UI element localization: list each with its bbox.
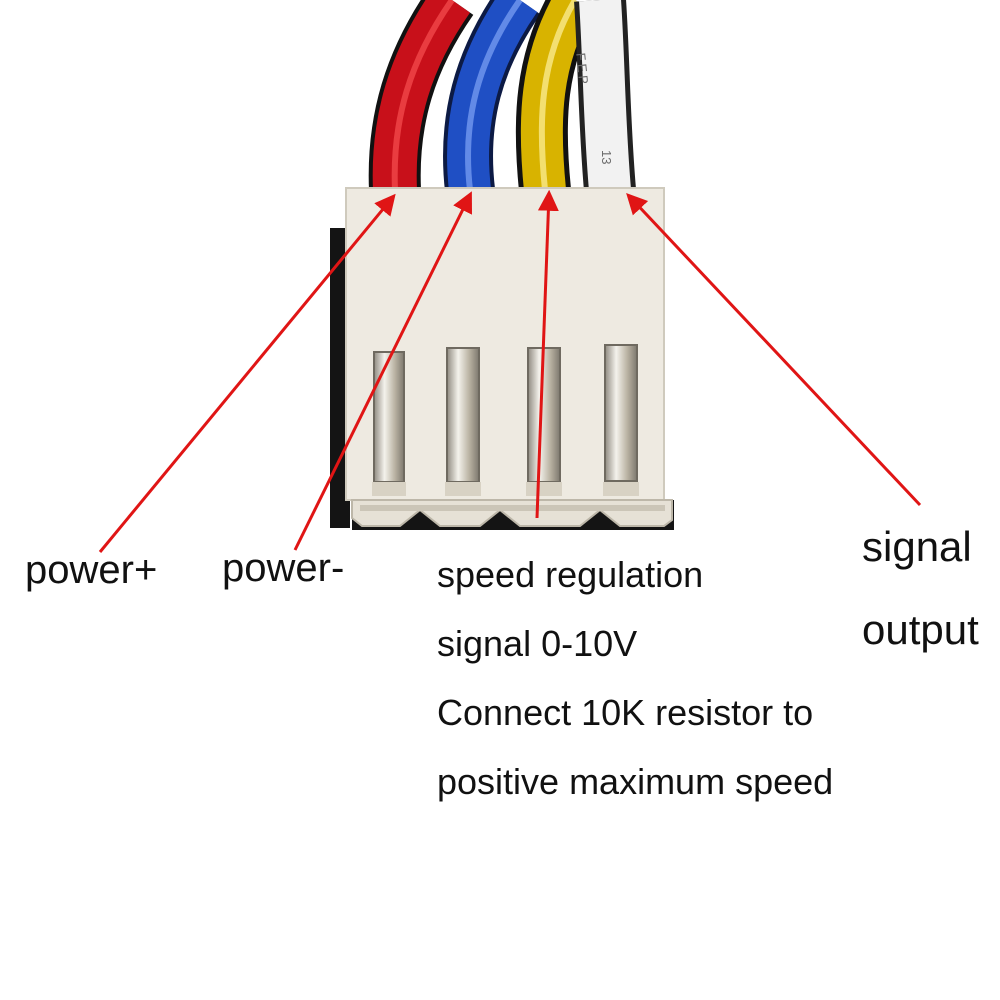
label-power-minus: power- xyxy=(222,546,345,590)
arrow-signal-output xyxy=(626,192,922,507)
speed-line-4: positive maximum speed xyxy=(437,761,834,802)
pointer-arrows xyxy=(98,189,922,553)
speed-line-2: signal 0-10V xyxy=(437,623,638,664)
wire-bundle xyxy=(368,0,636,193)
signal-line-1: signal xyxy=(862,523,972,570)
speed-line-3: Connect 10K resistor to xyxy=(437,692,814,733)
label-signal-output: signal output xyxy=(862,505,979,671)
arrow-power-minus xyxy=(293,191,472,551)
signal-line-2: output xyxy=(862,606,979,653)
pin-slots xyxy=(372,344,639,496)
arrow-speed-regulation xyxy=(535,189,559,519)
label-power-plus: power+ xyxy=(25,548,158,592)
speed-line-1: speed regulation xyxy=(437,554,704,595)
arrow-power-plus xyxy=(98,193,396,553)
wire-print-number: 13 xyxy=(599,150,614,165)
label-speed-regulation: speed regulation signal 0-10V Connect 10… xyxy=(437,540,833,816)
connector-housing xyxy=(330,187,674,530)
